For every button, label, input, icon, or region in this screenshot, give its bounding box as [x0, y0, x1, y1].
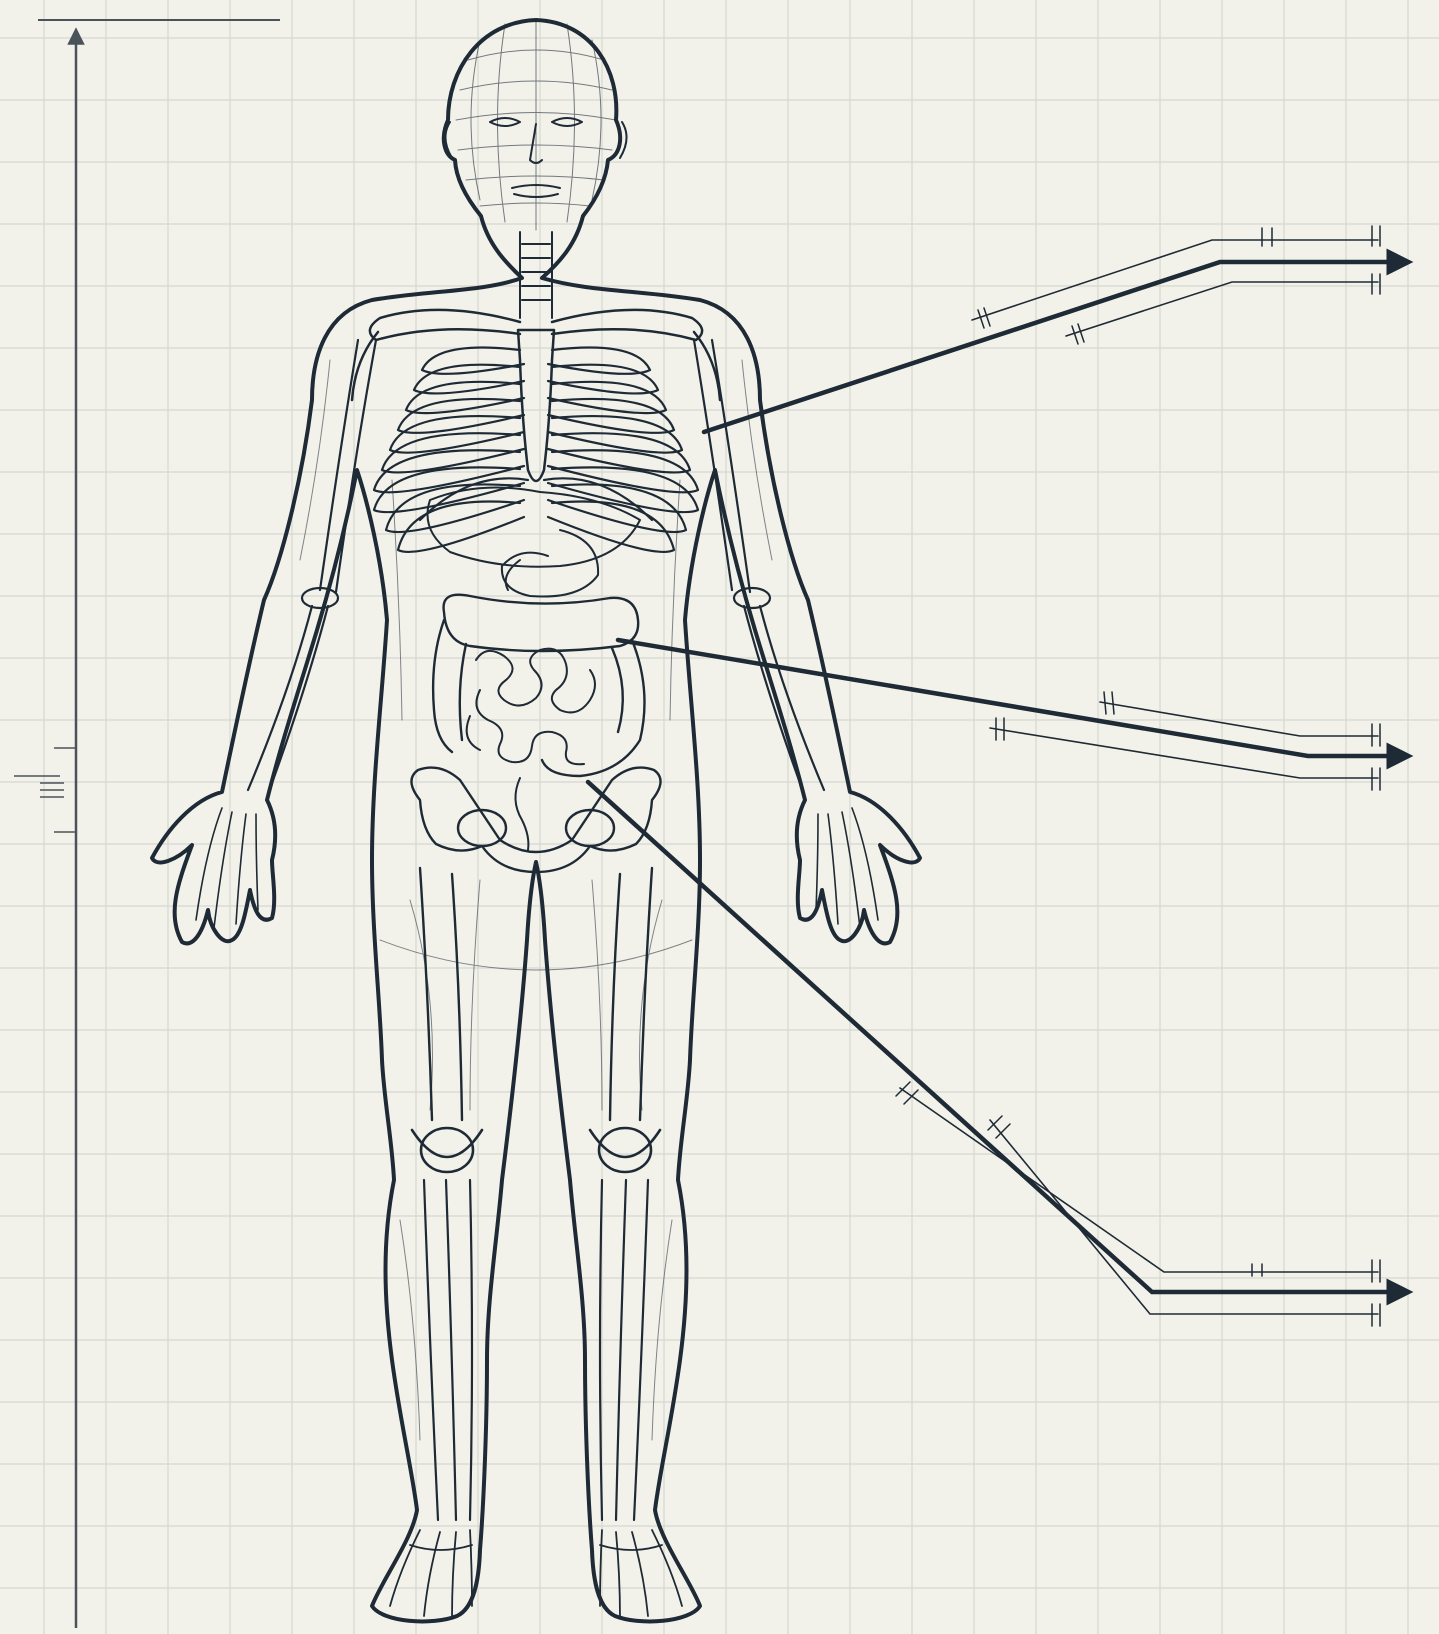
callout-leaders: [588, 226, 1408, 1326]
rib-left: [406, 382, 524, 413]
knees: [412, 1128, 660, 1172]
callout-leader-intestines: [618, 640, 1408, 790]
pelvis: [411, 768, 660, 872]
callout-leader-lower-abdomen: [588, 782, 1408, 1326]
human-figure: [152, 20, 920, 1621]
rib-right: [548, 382, 666, 413]
large-intestine: [433, 595, 644, 776]
costal-arch: [420, 478, 652, 520]
clavicles: [352, 310, 720, 400]
height-scale-bar: [14, 20, 280, 1628]
body-outline: [152, 20, 920, 1621]
sternum: [518, 330, 554, 481]
shins: [424, 1180, 648, 1520]
feet: [390, 1530, 682, 1618]
callout-leader-upper-arm: [704, 226, 1408, 432]
rib-cage: [374, 348, 698, 552]
